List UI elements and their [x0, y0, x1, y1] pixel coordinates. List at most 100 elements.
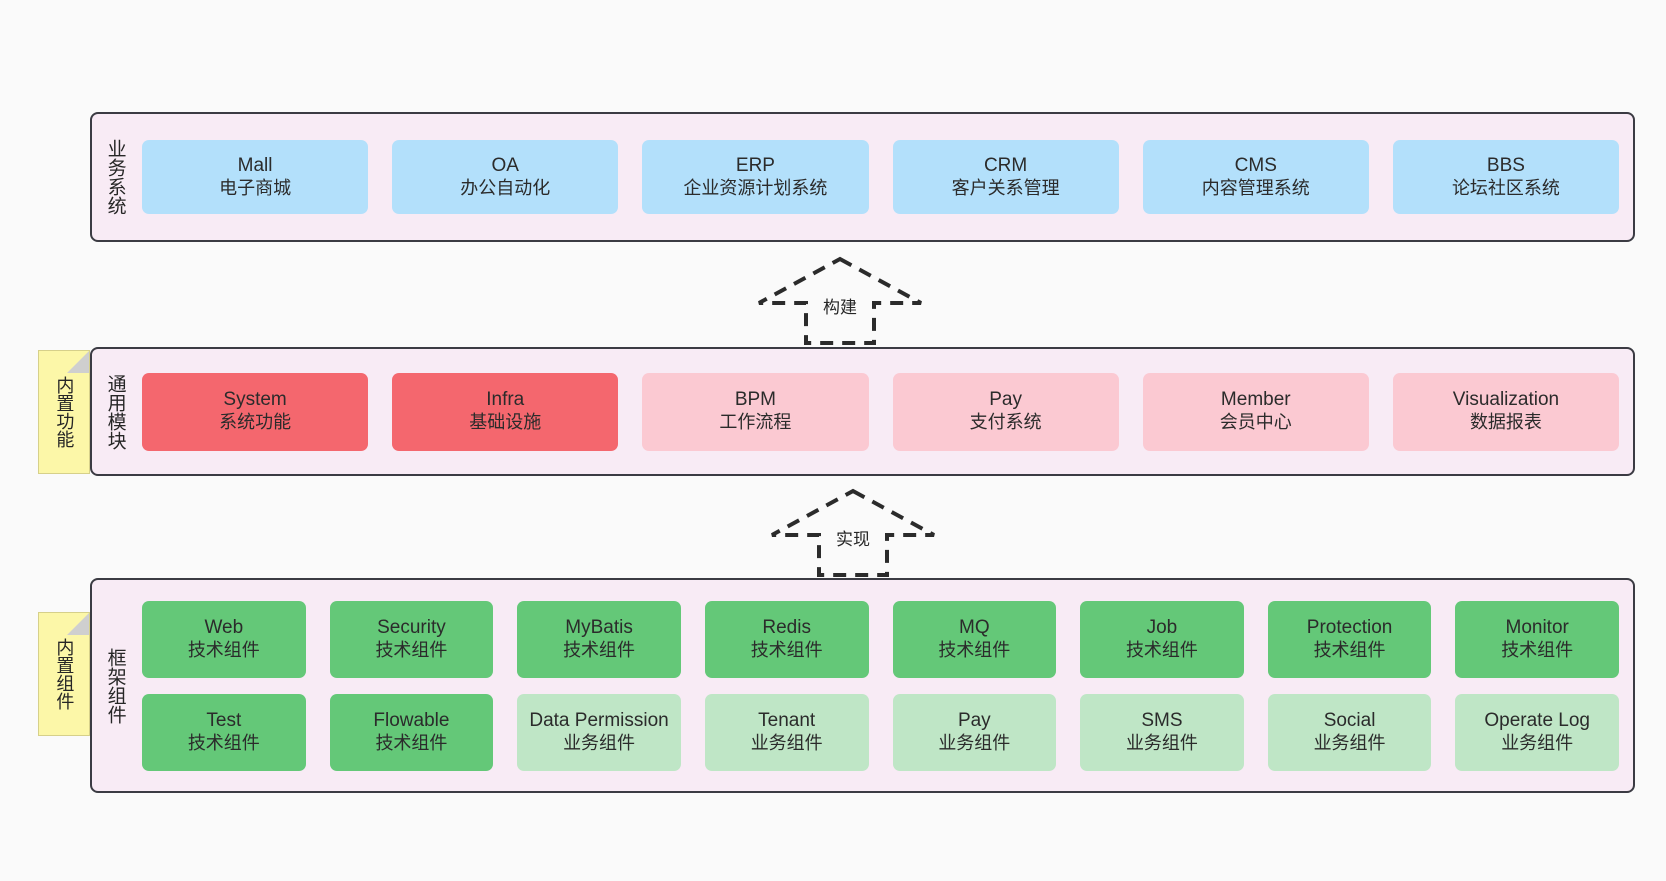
box-subtitle: 业务组件 — [750, 732, 823, 753]
box-title: Operate Log — [1484, 709, 1590, 731]
box-title: Data Permission — [529, 709, 669, 731]
layer-row: Mall 电子商城 OA 办公自动化 ERP 企业资源计划系统 CRM 客户关系… — [142, 140, 1620, 214]
component-box-mybatis[interactable]: MyBatis 技术组件 — [517, 600, 681, 678]
component-box-monitor[interactable]: Monitor 技术组件 — [1455, 600, 1619, 678]
module-box-visualization[interactable]: Visualization 数据报表 — [1392, 372, 1620, 451]
box-title: MQ — [959, 616, 990, 638]
component-box-data-permission[interactable]: Data Permission 业务组件 — [517, 693, 681, 771]
connector-label-implement: 实现 — [833, 525, 873, 550]
box-title: Protection — [1306, 616, 1393, 638]
box-title: System — [223, 389, 287, 411]
component-box-social[interactable]: Social 业务组件 — [1267, 693, 1432, 771]
component-box-pay[interactable]: Pay 业务组件 — [892, 693, 1057, 771]
box-subtitle: 论坛社区系统 — [1451, 177, 1560, 198]
connector-implement: 实现 — [768, 487, 938, 579]
box-subtitle: 技术组件 — [563, 639, 636, 660]
layer-common-modules: 通用模块 System 系统功能 Infra 基础设施 BPM 工作流程 Pay… — [90, 347, 1635, 476]
box-title: MyBatis — [565, 616, 633, 638]
dashed-generalization-arrow-icon — [771, 488, 935, 577]
layer-body-framework: Web 技术组件 Security 技术组件 MyBatis 技术组件 Redi… — [138, 580, 1633, 791]
sticky-note-label: 内置组件 — [54, 638, 75, 710]
component-box-job[interactable]: Job 技术组件 — [1080, 600, 1244, 678]
box-subtitle: 技术组件 — [1501, 639, 1574, 660]
box-title: Test — [206, 709, 242, 731]
module-box-member[interactable]: Member 会员中心 — [1142, 372, 1369, 451]
layer-framework-components: 框架组件 Web 技术组件 Security 技术组件 MyBatis 技术组件… — [90, 578, 1635, 793]
box-title: BBS — [1486, 154, 1525, 176]
box-title: Social — [1323, 709, 1376, 731]
sticky-note-builtin-component: 内置组件 — [38, 612, 90, 736]
layer-row: Web 技术组件 Security 技术组件 MyBatis 技术组件 Redi… — [142, 600, 1619, 678]
component-box-redis[interactable]: Redis 技术组件 — [704, 600, 869, 678]
box-subtitle: 内容管理系统 — [1201, 177, 1310, 198]
system-box-bbs[interactable]: BBS 论坛社区系统 — [1392, 140, 1620, 214]
box-title: CMS — [1234, 154, 1277, 176]
sticky-note-label: 内置功能 — [54, 376, 75, 448]
module-box-system[interactable]: System 系统功能 — [142, 372, 369, 451]
box-title: Flowable — [373, 709, 450, 731]
box-subtitle: 技术组件 — [375, 639, 448, 660]
component-box-protection[interactable]: Protection 技术组件 — [1267, 600, 1432, 678]
box-title: SMS — [1141, 709, 1183, 731]
system-box-cms[interactable]: CMS 内容管理系统 — [1142, 140, 1369, 214]
box-subtitle: 技术组件 — [1313, 639, 1386, 660]
component-box-web[interactable]: Web 技术组件 — [142, 600, 306, 678]
box-title: Web — [204, 616, 244, 638]
box-subtitle: 技术组件 — [750, 639, 823, 660]
component-box-test[interactable]: Test 技术组件 — [142, 693, 306, 771]
box-title: OA — [491, 154, 519, 176]
system-box-erp[interactable]: ERP 企业资源计划系统 — [642, 140, 869, 214]
component-box-operate-log[interactable]: Operate Log 业务组件 — [1455, 693, 1619, 771]
system-box-oa[interactable]: OA 办公自动化 — [392, 140, 619, 214]
sticky-note-builtin-function: 内置功能 — [38, 350, 90, 474]
component-box-security[interactable]: Security 技术组件 — [329, 600, 494, 678]
layer-title-modules: 通用模块 — [104, 373, 126, 450]
box-title: ERP — [735, 154, 775, 176]
layer-title-framework: 框架组件 — [104, 647, 126, 724]
layer-row: System 系统功能 Infra 基础设施 BPM 工作流程 Pay 支付系统… — [142, 372, 1620, 451]
component-box-sms[interactable]: SMS 业务组件 — [1080, 693, 1244, 771]
module-box-bpm[interactable]: BPM 工作流程 — [642, 372, 869, 451]
box-subtitle: 基础设施 — [469, 412, 542, 433]
box-title: Visualization — [1452, 389, 1560, 411]
box-subtitle: 技术组件 — [375, 732, 448, 753]
component-box-flowable[interactable]: Flowable 技术组件 — [329, 693, 494, 771]
box-subtitle: 业务组件 — [563, 732, 636, 753]
box-title: Monitor — [1505, 616, 1569, 638]
box-subtitle: 技术组件 — [938, 639, 1011, 660]
box-subtitle: 业务组件 — [1125, 732, 1198, 753]
box-subtitle: 工作流程 — [719, 412, 792, 433]
box-title: Tenant — [758, 709, 816, 731]
box-title: Job — [1146, 616, 1178, 638]
box-subtitle: 办公自动化 — [460, 177, 551, 198]
component-box-mq[interactable]: MQ 技术组件 — [892, 600, 1057, 678]
system-box-crm[interactable]: CRM 客户关系管理 — [892, 140, 1119, 214]
box-subtitle: 技术组件 — [187, 639, 260, 660]
box-subtitle: 数据报表 — [1469, 412, 1542, 433]
box-subtitle: 系统功能 — [219, 412, 292, 433]
layer-body-business: Mall 电子商城 OA 办公自动化 ERP 企业资源计划系统 CRM 客户关系… — [138, 114, 1633, 240]
box-subtitle: 业务组件 — [1501, 732, 1574, 753]
module-box-infra[interactable]: Infra 基础设施 — [392, 372, 619, 451]
module-box-pay[interactable]: Pay 支付系统 — [892, 372, 1119, 451]
system-box-mall[interactable]: Mall 电子商城 — [142, 140, 369, 214]
dashed-generalization-arrow-icon — [758, 256, 922, 345]
layer-business-systems: 业务系统 Mall 电子商城 OA 办公自动化 ERP 企业资源计划系统 CRM… — [90, 112, 1635, 242]
box-title: CRM — [983, 154, 1028, 176]
connector-build: 构建 — [755, 255, 925, 347]
box-title: Member — [1220, 389, 1291, 411]
box-subtitle: 技术组件 — [1125, 639, 1198, 660]
box-subtitle: 技术组件 — [187, 732, 260, 753]
component-box-tenant[interactable]: Tenant 业务组件 — [704, 693, 869, 771]
box-title: Mall — [237, 154, 273, 176]
box-subtitle: 企业资源计划系统 — [683, 177, 828, 198]
box-subtitle: 会员中心 — [1219, 412, 1292, 433]
layer-body-modules: System 系统功能 Infra 基础设施 BPM 工作流程 Pay 支付系统… — [138, 349, 1633, 474]
connector-label-build: 构建 — [820, 293, 860, 318]
layer-row: Test 技术组件 Flowable 技术组件 Data Permission … — [142, 693, 1619, 771]
box-title: Security — [377, 616, 446, 638]
box-title: Pay — [957, 709, 991, 731]
box-subtitle: 业务组件 — [938, 732, 1011, 753]
layer-title-business: 业务系统 — [104, 139, 126, 215]
